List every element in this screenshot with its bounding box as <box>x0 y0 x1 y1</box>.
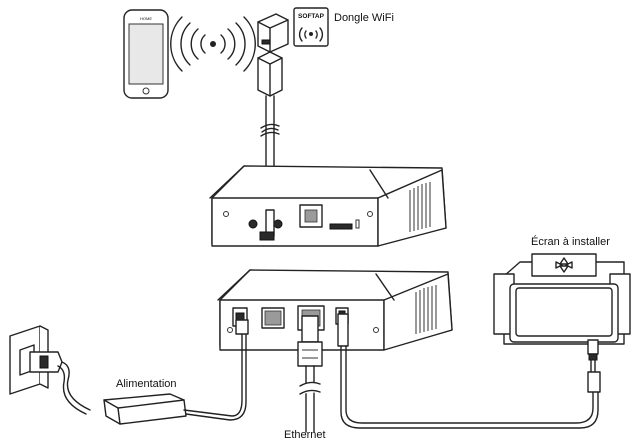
wifi-signal-icon <box>170 16 256 72</box>
ethernet-plug-icon <box>297 315 323 433</box>
power-label: Alimentation <box>116 378 177 390</box>
phone-header-text: HOME <box>140 16 152 21</box>
device-upper <box>209 165 447 247</box>
video-cable <box>337 313 599 429</box>
dongle-wifi-label: Dongle WiFi <box>334 12 394 24</box>
softap-badge-icon: SOFTAP <box>293 7 329 47</box>
tablet-screen-icon <box>493 253 631 393</box>
screen-label: Écran à installer <box>531 235 610 248</box>
vent-grille <box>409 182 431 232</box>
usb-dongle-icon <box>257 13 289 97</box>
vent-grille <box>415 285 437 334</box>
device-lower <box>217 269 453 351</box>
power-outlet-icon <box>9 325 63 395</box>
power-adapter-icon <box>57 319 249 425</box>
softap-tag-text: SOFTAP <box>298 13 325 20</box>
smartphone-icon: HOME <box>123 9 169 99</box>
ethernet-label: Ethernet <box>284 429 326 441</box>
